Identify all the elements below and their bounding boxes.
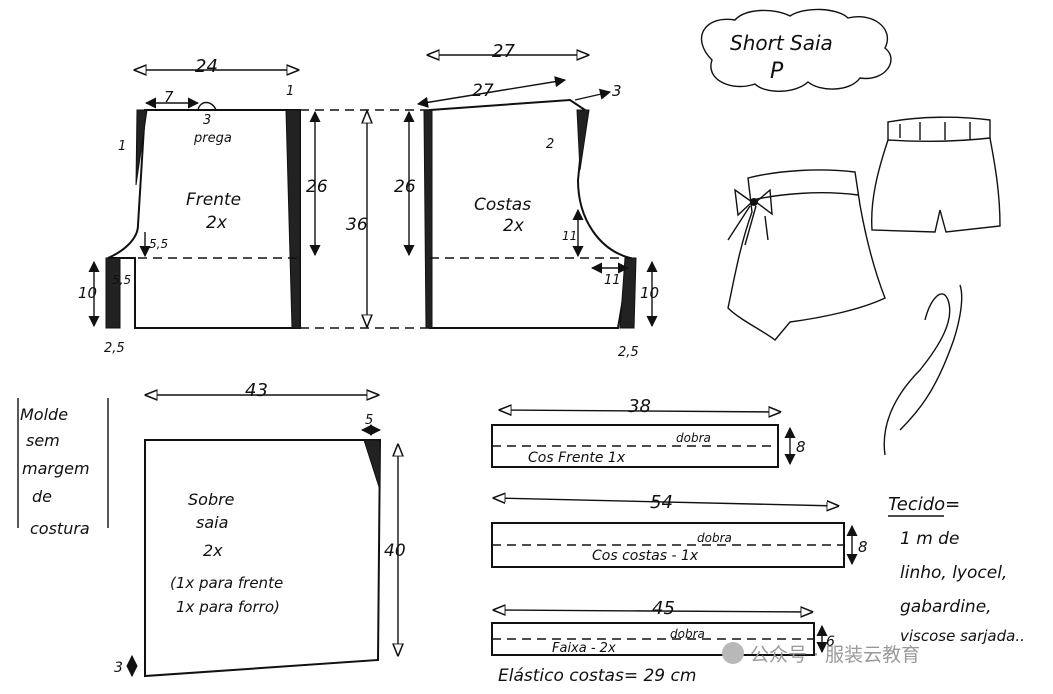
overskirt-slant xyxy=(363,439,381,491)
front-count: 2x xyxy=(206,213,228,233)
pleat-number: 3 xyxy=(203,113,211,128)
fabric-title: Tecido= xyxy=(888,494,960,515)
note-line3: margem xyxy=(22,459,90,478)
front-side-label: 26 xyxy=(306,177,328,197)
tie-height: 6 xyxy=(826,634,835,650)
back-center-seam-allowance xyxy=(576,109,590,171)
cloud-title-line2: P xyxy=(770,59,784,84)
waistband-back-fold: dobra xyxy=(697,531,732,545)
back-width-label: 27 xyxy=(492,41,515,62)
fabric-line2: linho, lyocel, xyxy=(900,563,1007,583)
front-corner-right: 1 xyxy=(286,84,294,99)
waistband-front-length: 38 xyxy=(628,396,651,417)
waistband-front: 38 dobra Cos Frente 1x 8 xyxy=(491,396,806,468)
watermark-text: 公众号 · 服装云教育 xyxy=(750,643,921,666)
no-seam-allowance-note: Molde sem margem de costura xyxy=(17,398,109,538)
back-crotch-width: 11 xyxy=(604,273,621,288)
back-count: 2x xyxy=(503,216,525,236)
front-piece: 24 7 3 prega 1 1 Frente 2x 26 5,5 5,5 10… xyxy=(78,56,328,356)
back-piece: 27 27 3 2 Costas 2x 26 11 11 10 2,5 xyxy=(394,41,659,360)
back-side-label: 26 xyxy=(394,177,416,197)
tie-length: 45 xyxy=(652,598,675,619)
back-hem-label: 2,5 xyxy=(618,345,639,360)
front-leg-seam-allowance xyxy=(105,257,121,329)
overskirt-label4: (1x para frente xyxy=(170,574,283,592)
waistband-front-height: 8 xyxy=(796,438,806,456)
overskirt-bottom: 3 xyxy=(114,660,123,676)
fabric-line3: gabardine, xyxy=(900,597,992,617)
skirt-sketch xyxy=(727,169,886,341)
back-leg-label: 10 xyxy=(640,284,659,302)
note-line5: costura xyxy=(30,519,90,538)
back-rise-small: 2 xyxy=(546,137,554,152)
back-crotch-height: 11 xyxy=(562,229,577,243)
front-crotch-height: 5,5 xyxy=(149,237,168,251)
overskirt-piece: 43 5 40 3 Sobre saia 2x (1x para frente … xyxy=(114,380,406,678)
back-side-seam-allowance xyxy=(423,109,433,329)
waistband-back-height: 8 xyxy=(858,538,868,556)
back-waist-label: 27 xyxy=(472,81,494,101)
front-label: Frente xyxy=(186,190,241,210)
signature xyxy=(883,284,963,456)
front-width-label: 24 xyxy=(195,56,218,77)
waistband-back-label: Cos costas - 1x xyxy=(592,548,699,564)
note-line1: Molde xyxy=(20,405,68,424)
elastic-note: Elástico costas= 29 cm xyxy=(498,666,696,686)
title-cloud: Short Saia P xyxy=(700,8,892,92)
back-label: Costas xyxy=(474,195,531,215)
tie-label: Faixa - 2x xyxy=(552,641,616,656)
cloud-title-line1: Short Saia xyxy=(730,31,833,55)
center-length: 36 xyxy=(300,109,430,329)
back-leg-seam-allowance xyxy=(619,257,637,329)
tie-fold: dobra xyxy=(670,627,705,641)
waistband-front-fold: dobra xyxy=(676,431,711,445)
overskirt-label1: Sobre xyxy=(188,490,235,509)
overskirt-height: 40 xyxy=(384,541,406,561)
back-waist-arrow xyxy=(416,76,567,108)
pleat-label: prega xyxy=(193,131,232,146)
center-length-label: 36 xyxy=(346,215,368,235)
note-line4: de xyxy=(32,487,52,506)
fabric-note: Tecido= 1 m de linho, lyocel, gabardine,… xyxy=(888,494,1025,645)
note-line2: sem xyxy=(26,431,60,450)
fabric-line4: viscose sarjada.. xyxy=(900,627,1025,645)
wechat-icon xyxy=(722,642,744,664)
waistband-back-length: 54 xyxy=(650,492,673,513)
overskirt-label5: 1x para forro) xyxy=(176,598,280,616)
front-waist-label: 7 xyxy=(164,88,174,106)
overskirt-label3: 2x xyxy=(203,541,223,560)
front-center-seam-allowance xyxy=(135,109,148,186)
waistband-front-label: Cos Frente 1x xyxy=(528,450,626,466)
fabric-line1: 1 m de xyxy=(900,529,959,549)
overskirt-slant-label: 5 xyxy=(365,413,373,428)
front-crotch-width: 5,5 xyxy=(112,273,131,287)
back-rise-arrow xyxy=(574,88,612,101)
front-leg-label: 10 xyxy=(78,284,97,302)
back-rise-top: 3 xyxy=(612,82,622,100)
front-hem-label: 2,5 xyxy=(104,341,125,356)
waistband-back: 54 dobra Cos costas - 1x 8 xyxy=(491,492,868,568)
overskirt-label2: saia xyxy=(196,513,228,532)
tie-strip: 45 dobra Faixa - 2x 6 xyxy=(491,598,835,656)
shorts-sketch xyxy=(870,116,1001,233)
overskirt-width: 43 xyxy=(245,380,268,401)
pleat-mark xyxy=(197,101,217,111)
front-corner-left: 1 xyxy=(118,139,126,154)
watermark: 公众号 · 服装云教育 xyxy=(722,638,1042,668)
